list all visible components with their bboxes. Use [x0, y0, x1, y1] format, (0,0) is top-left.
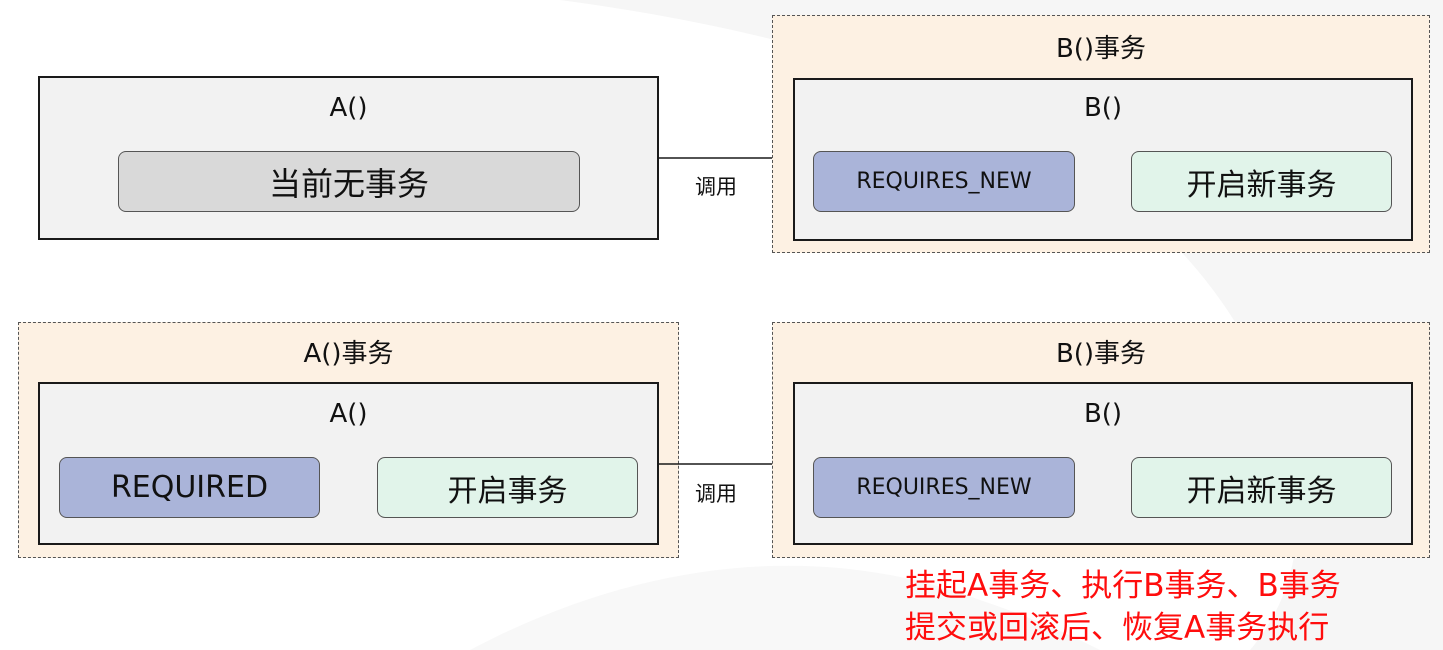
bottom-call-label: 调用 — [695, 482, 737, 506]
note-line-2: 提交或回滚后、恢复A事务执行 — [905, 610, 1330, 646]
top-caller-method-title: A() — [329, 93, 368, 123]
bottom-callee-method-title: B() — [1083, 399, 1123, 429]
note-line-1: 挂起A事务、执行B事务、B事务 — [905, 568, 1341, 604]
bottom-callee-action-pill: 开启新事务 — [1131, 457, 1392, 518]
top-callee-method-title: B() — [1083, 93, 1123, 123]
top-callee-propagation-pill: REQUIRES_NEW — [813, 151, 1075, 212]
bottom-caller-action-pill: 开启事务 — [377, 457, 638, 518]
top-callee-action-label: 开启新事务 — [1186, 167, 1337, 203]
bottom-callee-propagation-pill: REQUIRES_NEW — [813, 457, 1075, 518]
bottom-caller-propagation-pill: REQUIRED — [59, 457, 320, 518]
top-callee-propagation-label: REQUIRES_NEW — [856, 169, 1032, 194]
top-call-label: 调用 — [695, 175, 737, 199]
bottom-caller-method-title: A() — [329, 399, 368, 429]
bottom-callee-action-label: 开启新事务 — [1186, 473, 1337, 509]
bottom-caller-transaction-title: A()事务 — [303, 339, 394, 369]
top-caller-state-pill: 当前无事务 — [118, 151, 580, 212]
top-callee-transaction-title: B()事务 — [1055, 34, 1147, 64]
bottom-caller-action-label: 开启事务 — [447, 473, 568, 509]
bottom-caller-propagation-label: REQUIRED — [110, 470, 269, 505]
bottom-callee-transaction-title: B()事务 — [1055, 339, 1147, 369]
bottom-callee-propagation-label: REQUIRES_NEW — [856, 475, 1032, 500]
top-callee-action-pill: 开启新事务 — [1131, 151, 1392, 212]
top-caller-state-label: 当前无事务 — [268, 164, 429, 203]
